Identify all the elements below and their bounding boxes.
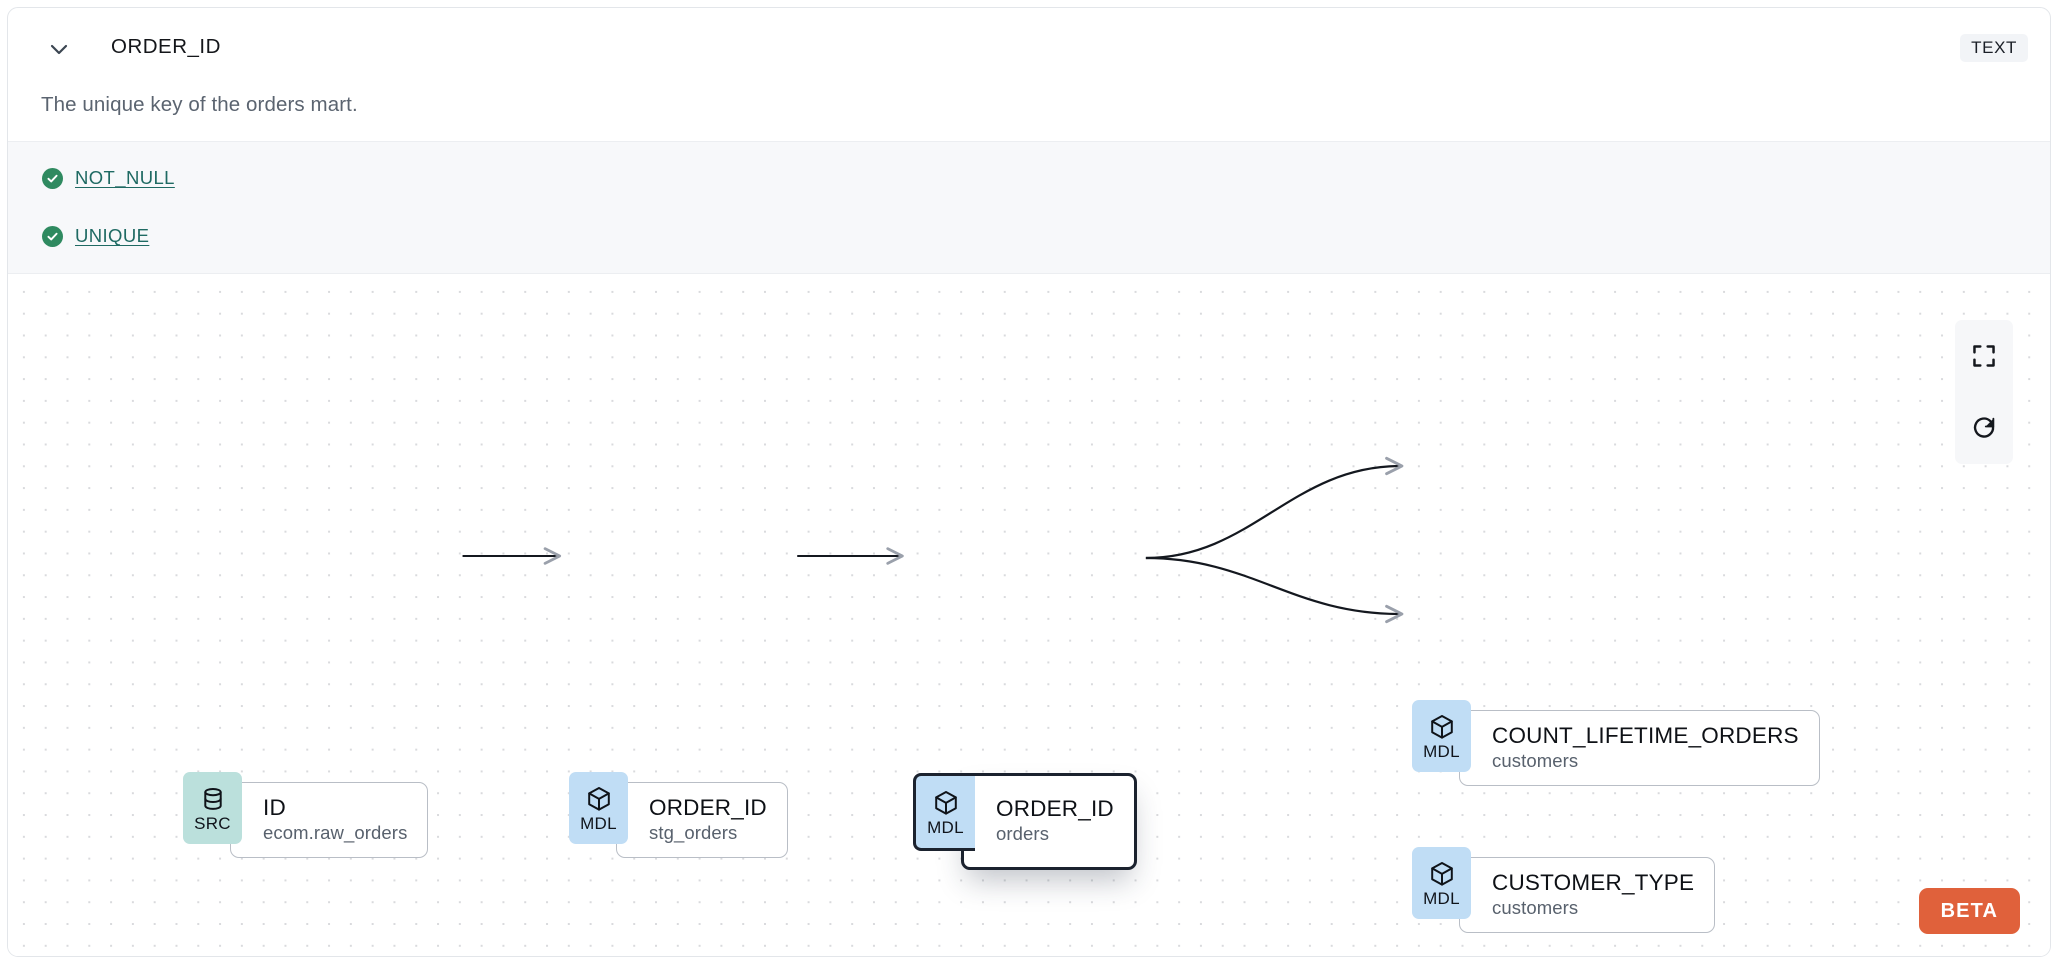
cube-icon (1428, 712, 1456, 742)
lineage-node-src[interactable]: SRC ID ecom.raw_orders (183, 772, 429, 859)
node-column-name: ORDER_ID (649, 795, 767, 820)
node-column-name: COUNT_LIFETIME_ORDERS (1492, 723, 1799, 748)
cube-icon (585, 784, 613, 814)
check-circle-icon (42, 167, 63, 189)
cube-icon (1428, 859, 1456, 889)
node-resource-name: customers (1492, 897, 1579, 919)
card-header: ORDER_ID TEXT (8, 8, 2050, 70)
edge-orders-to-count (1145, 456, 1404, 560)
node-resource-name: customers (1492, 750, 1579, 772)
refresh-icon (1971, 415, 1998, 442)
node-type-badge-mdl: MDL (1412, 847, 1471, 919)
tests-section: NOT_NULL UNIQUE (8, 141, 2050, 274)
node-column-name: ID (263, 795, 286, 820)
lineage-node-customer-type[interactable]: MDL CUSTOMER_TYPE customers (1412, 847, 1716, 934)
lineage-node-count-lifetime-orders[interactable]: MDL COUNT_LIFETIME_ORDERS customers (1412, 700, 1820, 787)
node-body: CUSTOMER_TYPE customers (1459, 857, 1716, 934)
node-badge-label: MDL (1423, 742, 1460, 761)
lineage-node-orders-selected[interactable]: MDL ORDER_ID orders (913, 773, 1137, 870)
node-type-badge-mdl: MDL (913, 773, 975, 851)
node-badge-label: MDL (927, 818, 964, 837)
lineage-canvas[interactable]: SRC ID ecom.raw_orders (8, 275, 2050, 956)
node-badge-label: MDL (1423, 889, 1460, 908)
node-column-name: CUSTOMER_TYPE (1492, 870, 1695, 895)
reset-button[interactable] (1955, 392, 2013, 464)
edge-orders-to-customer-type (1145, 556, 1404, 624)
node-type-badge-src: SRC (183, 772, 242, 844)
test-row[interactable]: NOT_NULL (42, 167, 175, 189)
test-link-not-null[interactable]: NOT_NULL (75, 167, 175, 188)
database-icon (199, 784, 227, 814)
column-description: The unique key of the orders mart. (41, 93, 358, 116)
test-row[interactable]: UNIQUE (42, 225, 149, 247)
node-type-badge-mdl: MDL (569, 772, 628, 844)
node-body: ORDER_ID orders (961, 773, 1137, 870)
node-resource-name: stg_orders (649, 822, 738, 844)
check-circle-icon (42, 225, 63, 247)
node-column-name: ORDER_ID (996, 796, 1114, 822)
lineage-node-stg-orders[interactable]: MDL ORDER_ID stg_orders (569, 772, 788, 859)
beta-badge[interactable]: BETA (1918, 888, 2020, 934)
node-body: ORDER_ID stg_orders (616, 782, 788, 859)
node-resource-name: ecom.raw_orders (263, 822, 408, 844)
column-detail-card: ORDER_ID TEXT The unique key of the orde… (7, 7, 2051, 957)
test-link-unique[interactable]: UNIQUE (75, 225, 150, 246)
chevron-down-icon[interactable] (46, 36, 72, 62)
node-body: ID ecom.raw_orders (230, 782, 429, 859)
cube-icon (932, 788, 960, 818)
node-type-badge-mdl: MDL (1412, 700, 1471, 772)
node-resource-name: orders (996, 823, 1050, 845)
data-type-badge: TEXT (1960, 34, 2028, 62)
node-badge-label: MDL (580, 814, 617, 833)
page-title: ORDER_ID (111, 35, 221, 58)
node-badge-label: SRC (194, 814, 231, 833)
canvas-controls (1955, 320, 2013, 464)
fit-view-button[interactable] (1955, 320, 2013, 392)
fullscreen-icon (1971, 343, 1997, 369)
node-body: COUNT_LIFETIME_ORDERS customers (1459, 710, 1820, 787)
